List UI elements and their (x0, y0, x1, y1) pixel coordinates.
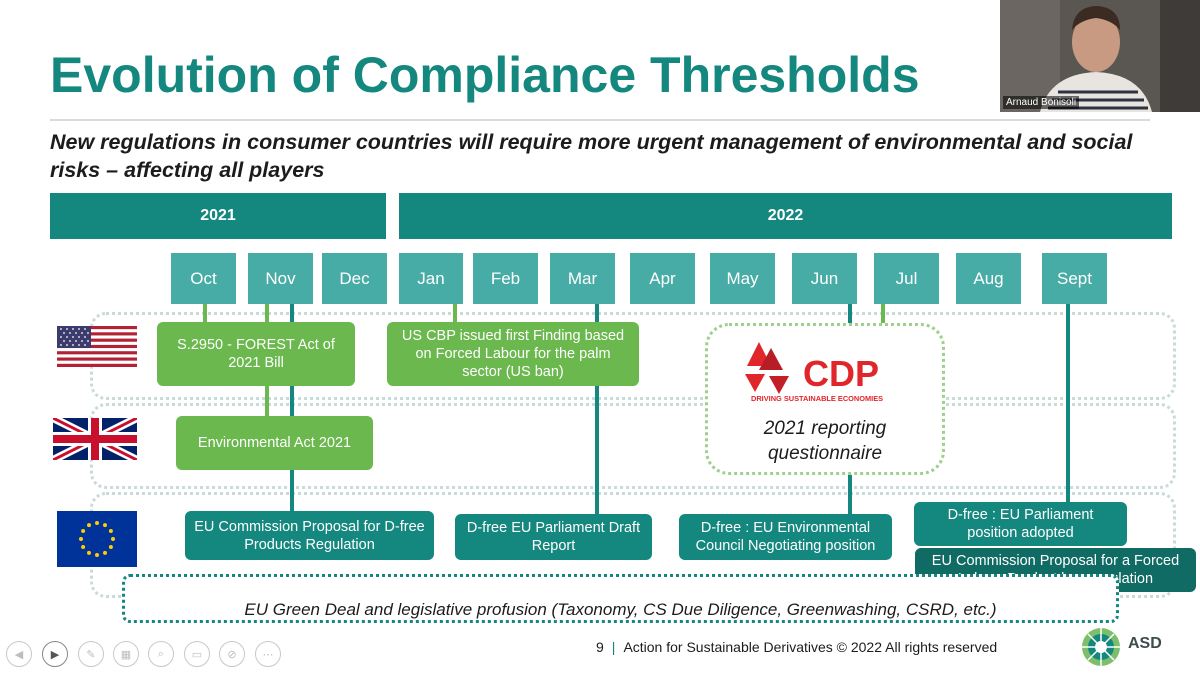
camera-off-icon[interactable]: ⊘ (219, 641, 245, 667)
event-eu-environmental-council: D-free : EU Environmental Council Negoti… (679, 514, 892, 560)
pen-icon[interactable]: ✎ (78, 641, 104, 667)
cdp-logo: CDP DRIVING SUSTAINABLE ECONOMIES (745, 342, 883, 403)
webcam-participant-name: Arnaud Bonisoli (1003, 96, 1080, 109)
eu-flag-icon (57, 511, 137, 567)
event-us-cbp-finding: US CBP issued first Finding based on For… (387, 322, 639, 386)
event-eu-parliament-adopted: D-free : EU Parliament position adopted (914, 502, 1127, 546)
green-deal-text: EU Green Deal and legislative profusion … (244, 600, 997, 619)
cdp-callout (705, 323, 945, 475)
subtitles-icon[interactable]: ▭ (184, 641, 210, 667)
connector-oct (203, 304, 207, 324)
slides-grid-icon[interactable]: ▦ (113, 641, 139, 667)
previous-slide-icon[interactable]: ◀ (6, 641, 32, 667)
event-uk-environmental-act: Environmental Act 2021 (176, 416, 373, 470)
slide-footer: 9 | Action for Sustainable Derivatives © 2… (596, 639, 997, 655)
month-may: May (710, 253, 775, 304)
cdp-caption: 2021 reporting questionnaire (763, 418, 887, 464)
month-feb: Feb (473, 253, 538, 304)
presenter-video-icon (1000, 0, 1200, 112)
slide-subtitle: New regulations in consumer countries wi… (50, 130, 1133, 182)
footer-separator: | (611, 639, 616, 655)
month-sept: Sept (1042, 253, 1107, 304)
cdp-logo-text: CDP (803, 353, 879, 394)
month-oct: Oct (171, 253, 236, 304)
title-divider (50, 119, 1150, 121)
year-2021-header: 2021 (50, 193, 386, 239)
asd-logo-text: ASD (1128, 635, 1162, 652)
more-options-icon[interactable]: ⋯ (255, 641, 281, 667)
year-2022-header: 2022 (399, 193, 1172, 239)
connector-jan (453, 304, 457, 324)
event-eu-parliament-draft: D-free EU Parliament Draft Report (455, 514, 652, 560)
uk-flag-icon (53, 418, 137, 460)
month-jan: Jan (399, 253, 463, 304)
webcam-video (1000, 0, 1200, 112)
asd-logo-icon (1082, 628, 1120, 666)
month-dec: Dec (322, 253, 387, 304)
footer-copyright: Action for Sustainable Derivatives © 202… (623, 639, 998, 655)
next-slide-icon[interactable]: ▶ (42, 641, 68, 667)
slide-title: Evolution of Compliance Thresholds (50, 47, 920, 103)
month-apr: Apr (630, 253, 695, 304)
connector-jun-bottom (848, 473, 852, 515)
connector-jun-top (848, 304, 852, 325)
connector-sept (1066, 304, 1070, 516)
month-aug: Aug (956, 253, 1021, 304)
month-mar: Mar (550, 253, 615, 304)
month-jun: Jun (792, 253, 857, 304)
connector-mar (595, 304, 599, 514)
cdp-tagline: DRIVING SUSTAINABLE ECONOMIES (751, 394, 883, 403)
green-deal-banner (122, 574, 1119, 623)
event-us-forest-act: S.2950 - FOREST Act of 2021 Bill (157, 322, 355, 386)
us-flag-icon (57, 326, 137, 367)
zoom-icon[interactable]: ⌕ (148, 641, 174, 667)
page-number: 9 (596, 639, 604, 655)
connector-jul (881, 304, 885, 325)
month-nov: Nov (248, 253, 313, 304)
month-jul: Jul (874, 253, 939, 304)
connector-nov-teal (290, 304, 294, 512)
event-eu-commission-proposal: EU Commission Proposal for D-free Produc… (185, 511, 434, 560)
